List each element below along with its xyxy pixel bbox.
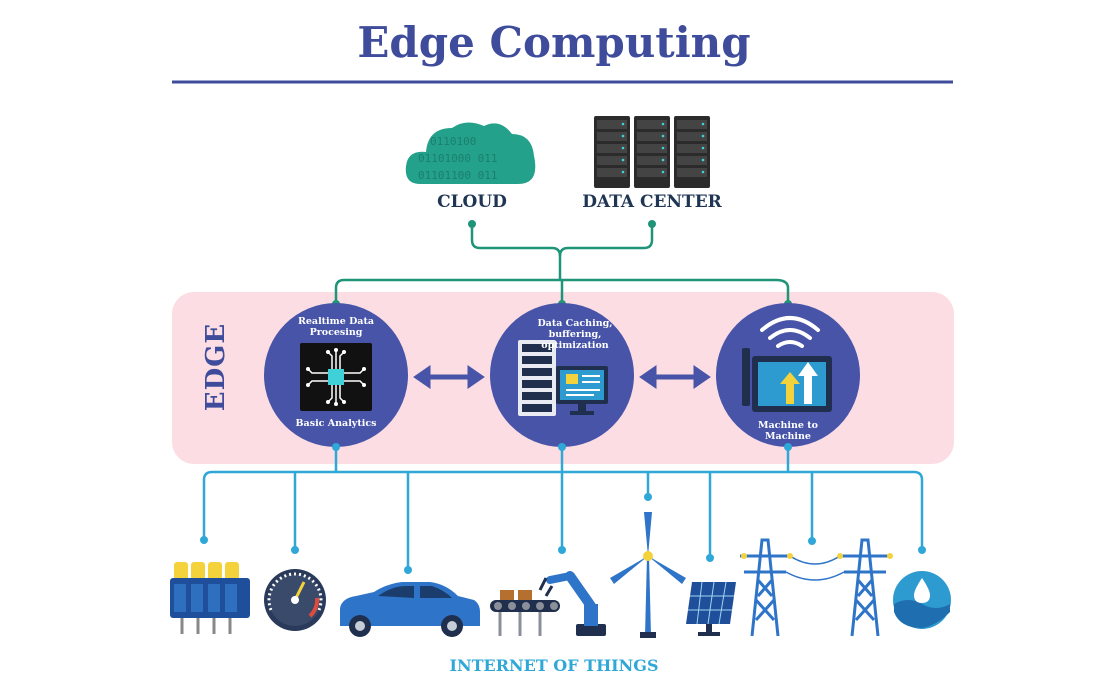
insulator-dots (741, 553, 893, 559)
cloud-binary-2: 01101000 011 (418, 152, 497, 165)
car-icon (340, 582, 480, 637)
server-monitor-icon (518, 340, 608, 416)
speedometer-icon (264, 569, 326, 631)
double-arrows (413, 365, 711, 389)
node-processing-bottom-text: Basic Analytics (295, 418, 377, 429)
node-m2m-bottom-text: Machine to Machine (758, 420, 818, 442)
solar-panel-icon (686, 581, 736, 636)
cloud-icon: 0110100 01101000 011 01101100 011 (405, 122, 536, 184)
iot-label: INTERNET OF THINGS (449, 656, 659, 675)
blue-dots (200, 443, 926, 574)
wind-turbine-icon (610, 512, 686, 638)
engine-icon (170, 562, 250, 634)
tablet-wifi-icon (742, 316, 832, 412)
power-tower-icon (740, 538, 890, 637)
conveyor-robot-icon (490, 571, 606, 636)
cpu-chip-icon (300, 343, 372, 411)
cloud-label: CLOUD (437, 192, 507, 212)
data-center-icon (594, 116, 710, 188)
cloud-binary-3: 01101100 011 (418, 169, 497, 182)
page-title: Edge Computing (357, 18, 751, 67)
blue-connectors (202, 447, 924, 568)
data-center-label: DATA CENTER (582, 192, 722, 212)
water-drop-icon (893, 571, 951, 629)
green-connectors (334, 224, 790, 304)
edge-label: EDGE (201, 322, 231, 412)
node-caching-top-text: Data Caching, buffering, optimization (537, 318, 613, 351)
cloud-binary-1: 0110100 (430, 135, 476, 148)
node-processing-top-text: Realtime Data Procesing (297, 316, 375, 338)
